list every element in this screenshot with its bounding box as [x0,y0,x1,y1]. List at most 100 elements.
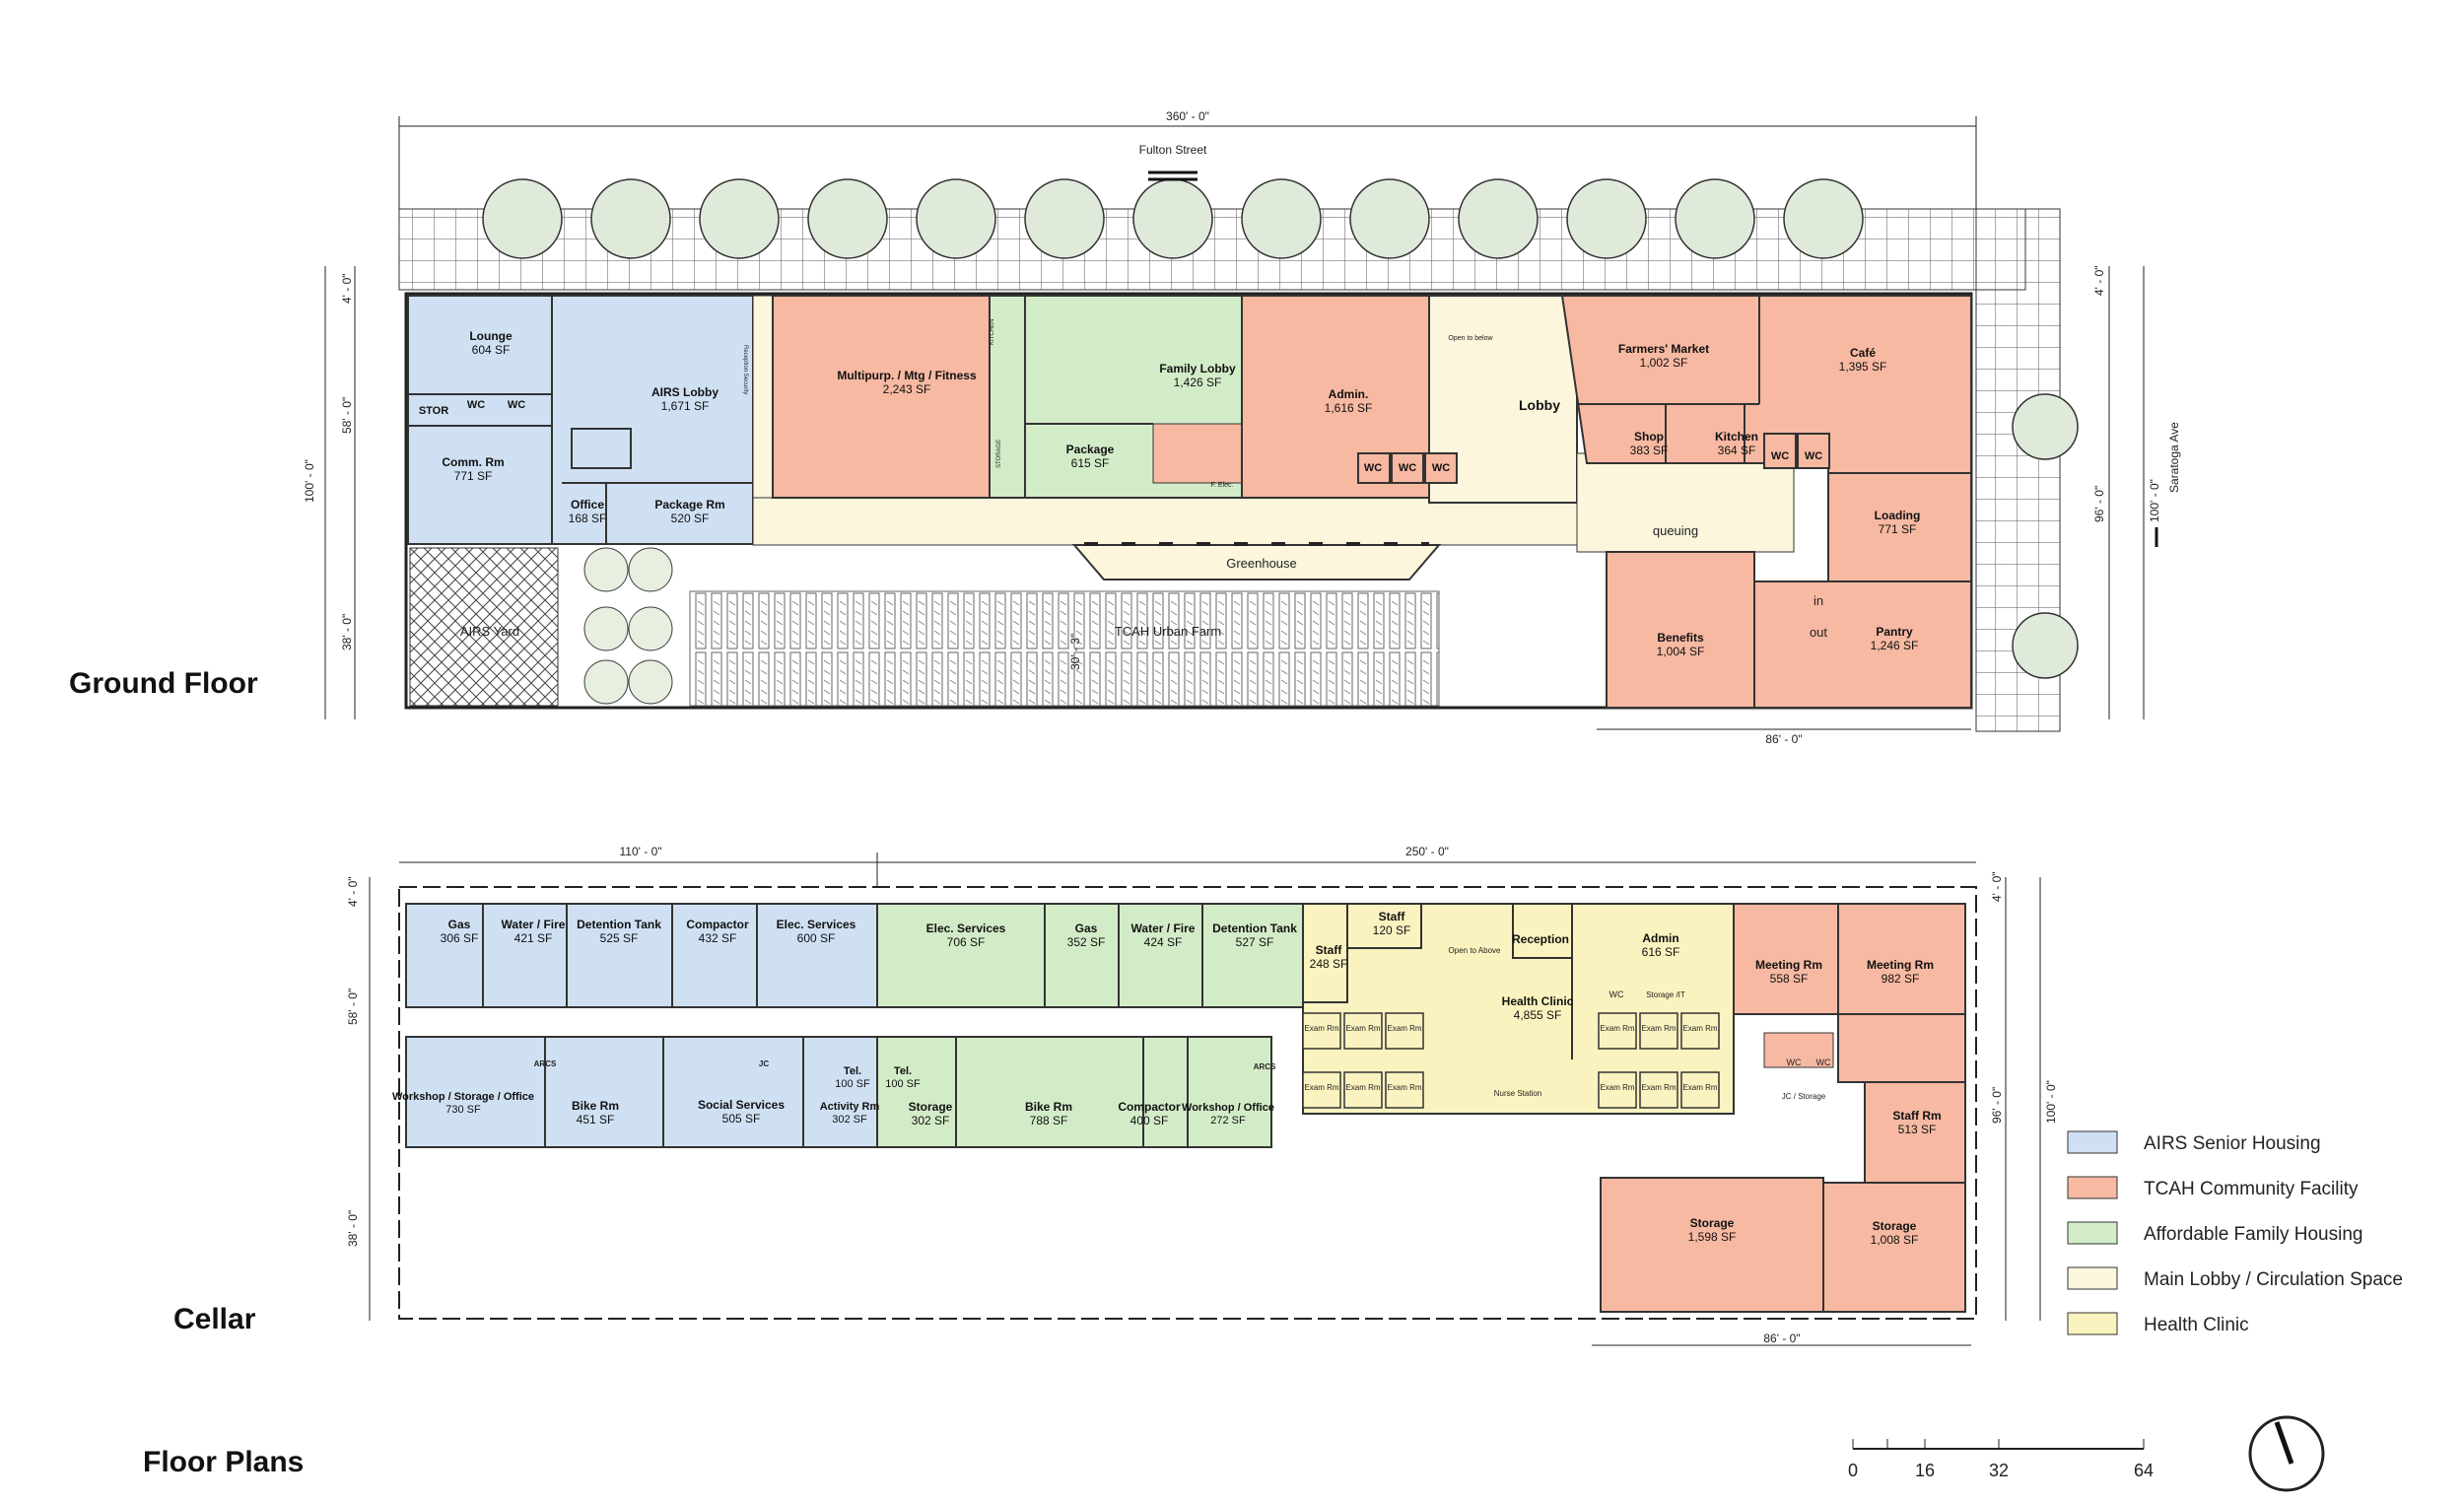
label-queuing: queuing [1653,523,1698,538]
dim-gf-left-100: 100' - 0" [303,459,316,503]
legend-swatch-airs [2067,1130,2118,1154]
north-arrow-icon [2248,1415,2325,1492]
ground-room-name-21: WC [1771,450,1789,462]
dim-360: 360' - 0" [1166,109,1209,123]
dim-c-250: 250' - 0" [1405,845,1449,858]
label-open-below: Open to below [1448,335,1493,342]
ground-room-name-22: WC [1805,450,1822,462]
exam-rooms: Exam Rm Exam Rm Exam Rm Exam Rm Exam Rm Exam … [1302,1012,1720,1109]
label-wc-clinic: WC [1609,990,1624,999]
cellar-room-area-13: 616 SF [1642,945,1680,959]
ground-room-name-12: Admin. [1329,387,1369,401]
ground-room-area-19: 383 SF [1630,444,1669,457]
cellar-room-area-5: 600 SF [797,931,836,945]
title-ground-floor: Ground Floor [69,667,258,700]
planter-1 [583,547,629,592]
cellar-room-area-11: 248 SF [1310,957,1348,971]
cellar-room-name-13: Admin [1642,931,1678,945]
ground-room-name-5: WC [508,399,525,411]
cellar-room-area-2: 421 SF [514,931,553,945]
exam-room-label-6: Exam Rm [1387,1083,1421,1092]
ground-room-name-14: WC [1399,462,1416,474]
farm-planters [583,547,673,705]
dim-c-110: 110' - 0" [619,845,661,858]
dim-c-86: 86' - 0" [1763,1331,1800,1345]
dim-gf-left-58: 58' - 0" [340,397,354,434]
cellar-room-name-24: Bike Rm [1025,1100,1072,1114]
exam-room-label-4: Exam Rm [1304,1083,1338,1092]
street-tree-1 [482,178,563,259]
cellar-room-area-20: 100 SF [835,1078,870,1090]
cellar-room-name-14: Meeting Rm [1755,958,1822,972]
dim-gf-right-4: 4' - 0" [2092,265,2106,296]
legend-label-clinic: Health Clinic [2144,1315,2249,1335]
ground-room-name-3: STOR [419,405,448,417]
cellar-room-area-27: 513 SF [1898,1123,1937,1136]
planter-5 [583,659,629,705]
cellar-room-area-9: 527 SF [1236,935,1274,949]
cellar-room-name-23: Storage [909,1100,953,1114]
street-tree-6 [1024,178,1105,259]
cellar-room-name-16: Health Clinic [1502,994,1574,1008]
dim-gf-30-3: 30' - 3" [1068,634,1082,670]
cellar-room-area-10: 120 SF [1373,923,1411,937]
cellar-room-area-16: 4,855 SF [1514,1008,1562,1022]
dim-c-left-4: 4' - 0" [346,876,360,907]
label-greenhouse: Greenhouse [1226,556,1297,571]
label-out: out [1810,625,1827,640]
exam-room-label-7: Exam Rm [1600,1024,1634,1033]
cellar-room-name-15: Meeting Rm [1867,958,1934,972]
legend-label-tcah: TCAH Community Facility [2144,1179,2359,1199]
cellar-room-area-19: 505 SF [722,1112,761,1126]
street-trees [482,178,2079,679]
cellar-room-area-8: 424 SF [1144,935,1183,949]
ground-room-area-9: 2,243 SF [883,382,931,396]
cellar-room-name-21: Activity Rm [820,1101,880,1113]
ground-room-name-16: Lobby [1519,397,1560,413]
planter-6 [628,659,673,705]
ground-room-name-24: Benefits [1657,631,1704,645]
ground-room-name-1: Lounge [469,329,513,343]
exam-room-label-1: Exam Rm [1304,1024,1338,1033]
cellar-room-name-11: Staff [1316,943,1343,957]
ground-room-area-6: 771 SF [454,469,493,483]
ground-room-name-9: Multipurp. / Mtg / Fitness [837,369,977,382]
cellar-room-area-4: 432 SF [699,931,737,945]
cellar-room-name-1: Gas [448,918,471,931]
ground-room-name-20: Kitchen [1715,430,1758,444]
ground-room-area-12: 1,616 SF [1325,401,1373,415]
street-tree-13 [1783,178,1864,259]
exam-room-3 [1385,1012,1424,1050]
dim-gf-right-100: 100' - 0" [2148,479,2161,522]
label-recep: Reception Security [742,345,748,394]
ground-room-area-18: 1,395 SF [1839,360,1887,374]
airs-yard [409,547,559,707]
cellar-room-area-17: 730 SF [445,1104,481,1116]
ground-room-area-7: 168 SF [569,512,607,525]
street-tree-11 [1566,178,1647,259]
label-in: in [1814,593,1823,608]
exam-room-label-5: Exam Rm [1345,1083,1380,1092]
cellar-room-name-22: Tel. [894,1065,912,1077]
cellar-zone-meeting [1733,903,1966,1015]
label-storage-small: STORAGE [996,440,1002,468]
cellar-zone-family-north [876,903,1304,1008]
ground-room-area-2: 1,671 SF [661,399,710,413]
ground-room-name-15: WC [1432,462,1450,474]
cellar-room-name-25: Compactor [1118,1100,1181,1114]
zone-benefits [1606,551,1755,709]
exam-room-2 [1343,1012,1383,1050]
label-open-above: Open to Above [1449,946,1501,955]
ground-room-name-4: WC [467,399,485,411]
exam-room-1 [1302,1012,1341,1050]
street-saratoga: Saratoga Ave [2167,422,2181,493]
legend-swatch-lobby [2067,1266,2118,1290]
cellar-room-area-26: 272 SF [1210,1115,1246,1126]
exam-room-label-9: Exam Rm [1682,1024,1717,1033]
street-tree-east-2 [2012,612,2079,679]
cellar-room-name-28: Storage [1690,1216,1735,1230]
label-arcs-1: ARCS [534,1059,557,1068]
planter-2 [628,547,673,592]
dim-c-right-96: 96' - 0" [1990,1087,2004,1124]
